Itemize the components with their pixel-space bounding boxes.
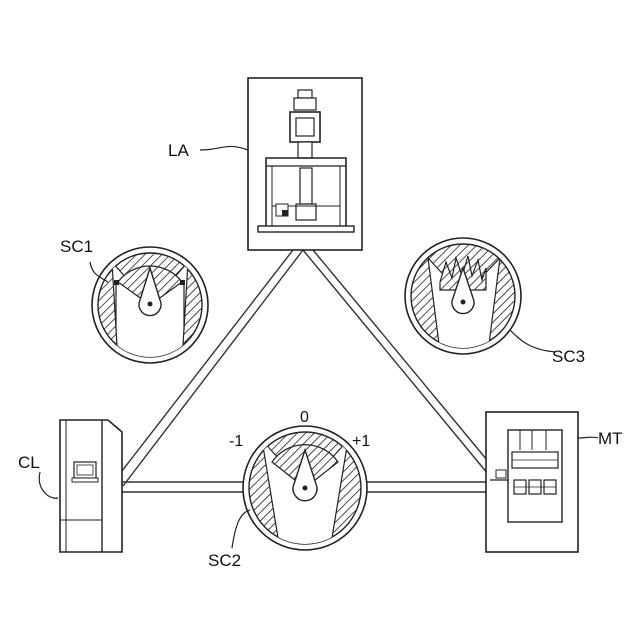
label-sc3: SC3 <box>552 347 585 366</box>
label-sc1: SC1 <box>60 237 93 256</box>
mt-panel <box>486 412 578 552</box>
label-cl: CL <box>18 453 40 472</box>
scale-minus-one: -1 <box>229 433 243 450</box>
label-sc2: SC2 <box>208 551 241 570</box>
scale-zero: 0 <box>300 409 309 426</box>
sc3-gauge <box>405 238 521 354</box>
sc2-gauge <box>243 426 367 550</box>
cl-cabinet <box>60 420 122 552</box>
label-mt: MT <box>598 429 623 448</box>
la-machine <box>248 78 362 250</box>
scale-plus-one: +1 <box>352 433 370 450</box>
label-la: LA <box>168 141 189 160</box>
sc1-gauge <box>92 247 208 363</box>
